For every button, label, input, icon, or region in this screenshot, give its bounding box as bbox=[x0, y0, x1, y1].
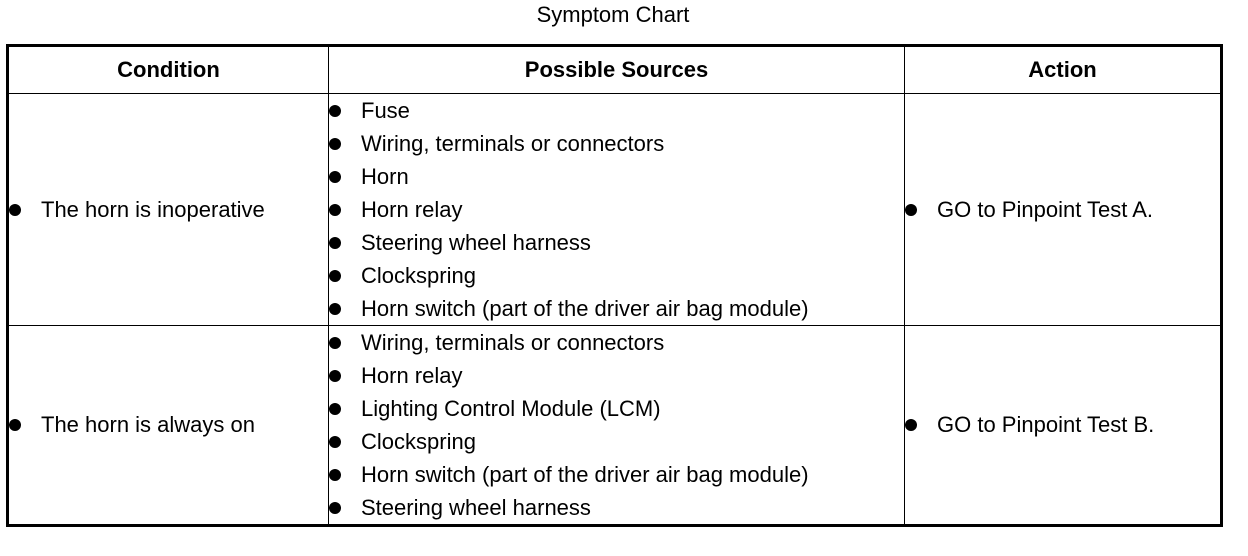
list-item: Lighting Control Module (LCM) bbox=[329, 392, 904, 425]
source-text: Horn bbox=[361, 163, 409, 189]
bullet-dot-icon bbox=[905, 203, 917, 216]
source-text: Wiring, terminals or connectors bbox=[361, 329, 665, 355]
condition-cell: The horn is inoperative bbox=[7, 93, 329, 326]
list-item: Horn bbox=[329, 160, 904, 193]
source-text: Clockspring bbox=[361, 262, 476, 288]
bullet-dot-icon bbox=[329, 170, 341, 183]
list-item: Horn switch (part of the driver air bag … bbox=[329, 458, 904, 491]
header-row: Condition Possible Sources Action bbox=[7, 45, 1222, 94]
sources-cell: Wiring, terminals or connectors Horn rel… bbox=[328, 325, 905, 526]
source-text: Steering wheel harness bbox=[361, 229, 591, 255]
bullet-dot-icon bbox=[329, 336, 341, 349]
bullet-dot-icon bbox=[9, 419, 21, 431]
source-text: Horn switch (part of the driver air bag … bbox=[361, 461, 809, 487]
chart-title: Symptom Chart bbox=[536, 2, 690, 27]
bullet-dot-icon bbox=[329, 402, 341, 415]
header-condition: Condition bbox=[7, 45, 329, 94]
list-item: Steering wheel harness bbox=[329, 226, 904, 259]
action-cell: GO to Pinpoint Test A. bbox=[904, 93, 1222, 326]
list-item: Wiring, terminals or connectors bbox=[329, 127, 904, 160]
sources-cell: Fuse Wiring, terminals or connectors Hor… bbox=[328, 93, 905, 326]
bullet-dot-icon bbox=[9, 203, 21, 216]
source-text: Wiring, terminals or connectors bbox=[361, 130, 665, 156]
sources-list: Wiring, terminals or connectors Horn rel… bbox=[329, 326, 904, 524]
header-possible-sources: Possible Sources bbox=[328, 45, 905, 94]
source-text: Lighting Control Module (LCM) bbox=[361, 395, 661, 421]
symptom-table: Condition Possible Sources Action The ho… bbox=[6, 44, 1223, 527]
action-cell: GO to Pinpoint Test B. bbox=[904, 325, 1222, 526]
bullet-dot-icon bbox=[329, 137, 341, 150]
list-item: Clockspring bbox=[329, 259, 904, 292]
bullet-dot-icon bbox=[329, 302, 341, 315]
action-text: GO to Pinpoint Test B. bbox=[937, 412, 1155, 437]
list-item: Wiring, terminals or connectors bbox=[329, 326, 904, 359]
bullet-dot-icon bbox=[329, 104, 341, 117]
list-item: Clockspring bbox=[329, 425, 904, 458]
condition-text: The horn is inoperative bbox=[41, 196, 265, 222]
bullet-dot-icon bbox=[329, 236, 341, 249]
bullet-dot-icon bbox=[905, 419, 917, 431]
table-row: The horn is always on Wiring, terminals … bbox=[7, 325, 1222, 526]
source-text: Horn switch (part of the driver air bag … bbox=[361, 295, 809, 321]
list-item: Horn relay bbox=[329, 359, 904, 392]
bullet-dot-icon bbox=[329, 269, 341, 282]
source-text: Horn relay bbox=[361, 196, 463, 222]
condition-cell: The horn is always on bbox=[7, 325, 329, 526]
source-text: Horn relay bbox=[361, 362, 463, 388]
list-item: Horn relay bbox=[329, 193, 904, 226]
table-row: The horn is inoperative Fuse Wiring, ter… bbox=[7, 93, 1222, 326]
list-item: Horn switch (part of the driver air bag … bbox=[329, 292, 904, 325]
bullet-dot-icon bbox=[329, 203, 341, 216]
source-text: Fuse bbox=[361, 97, 410, 123]
bullet-dot-icon bbox=[329, 468, 341, 481]
header-action: Action bbox=[904, 45, 1222, 94]
source-text: Clockspring bbox=[361, 428, 476, 454]
list-item: Steering wheel harness bbox=[329, 491, 904, 524]
bullet-dot-icon bbox=[329, 501, 341, 514]
action-text: GO to Pinpoint Test A. bbox=[937, 196, 1154, 222]
bullet-dot-icon bbox=[329, 435, 341, 448]
source-text: Steering wheel harness bbox=[361, 494, 591, 520]
list-item: Fuse bbox=[329, 94, 904, 127]
bullet-dot-icon bbox=[329, 369, 341, 382]
sources-list: Fuse Wiring, terminals or connectors Hor… bbox=[329, 94, 904, 325]
condition-text: The horn is always on bbox=[41, 412, 255, 437]
